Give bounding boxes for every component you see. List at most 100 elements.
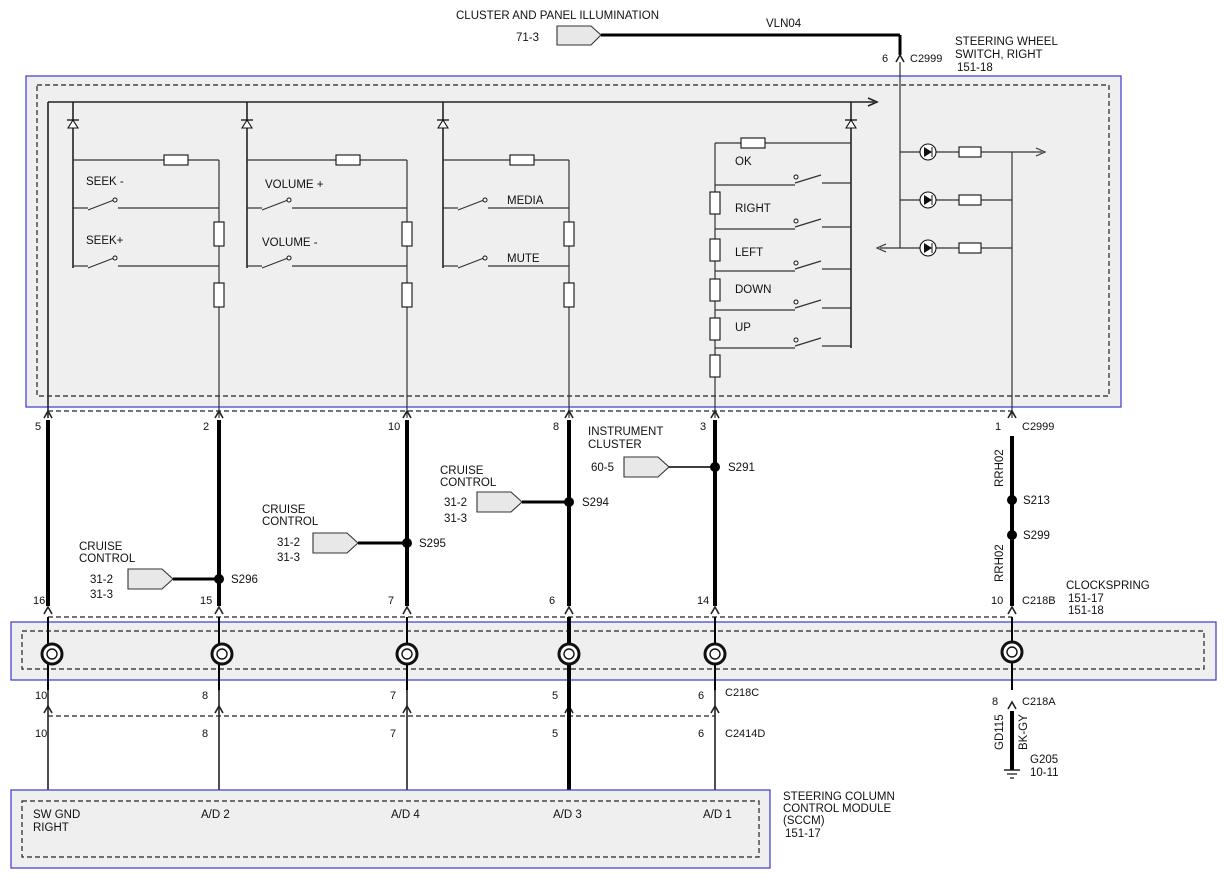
svg-text:6: 6 [698,690,704,702]
svg-text:16: 16 [33,595,45,607]
svg-text:31-2: 31-2 [277,537,300,549]
c218a-ground: 8 C218A GD115 BK-GY G205 10-11 [992,696,1059,779]
return-arrow-icon [875,243,887,253]
diode-icons [67,102,857,348]
svg-text:CRUISE: CRUISE [79,541,123,553]
svg-text:7: 7 [388,595,394,607]
svg-text:7: 7 [390,728,396,740]
svg-text:5: 5 [552,690,558,702]
svg-text:3: 3 [700,421,706,433]
svg-text:S295: S295 [419,538,446,550]
c2999-label: C2999 [1022,421,1054,433]
clockspring-inner-boundary [21,630,1205,670]
svg-text:G205: G205 [1030,754,1058,766]
media-switch-group: MEDIA MUTE [443,154,575,418]
svg-text:10: 10 [35,690,47,702]
svg-text:RRH02: RRH02 [994,449,1006,487]
sccm-wires [47,690,716,805]
sccm-inputs: SW GND RIGHT A/D 2 A/D 4 A/D 3 A/D 1 [33,809,732,834]
svg-text:CONTROL: CONTROL [262,516,319,528]
svg-text:14: 14 [697,595,709,607]
illumination-connector [556,25,602,46]
splice-rrh02: RRH02 S213 S299 RRH02 [994,449,1050,582]
illumination-feed: CLUSTER AND PANEL ILLUMINATION 71-3 VLN0… [456,10,1058,74]
ok-label: OK [735,156,752,168]
sccm-inner-boundary [21,800,760,858]
svg-text:6: 6 [549,595,555,607]
svg-text:31-3: 31-3 [90,589,113,601]
svg-text:10-11: 10-11 [1030,767,1059,779]
svg-text:CONTROL: CONTROL [440,477,497,489]
led-illumination-group [875,62,1047,418]
splice-s294: CRUISE CONTROL 31-2 31-3 S294 [440,465,609,525]
svg-text:BK-GY: BK-GY [1018,714,1030,750]
svg-text:S299: S299 [1023,530,1050,542]
svg-text:A/D 1: A/D 1 [703,809,732,821]
svg-text:151-17: 151-17 [1068,593,1104,605]
clockspring-title: CLOCKSPRING 151-17 151-18 [1066,580,1150,617]
right-label: RIGHT [735,203,771,215]
c2414d-label: C2414D [725,728,765,740]
svg-text:RIGHT: RIGHT [33,822,69,834]
svg-text:5: 5 [35,421,41,433]
switch-pin-6: 6 [882,53,888,65]
svg-text:6: 6 [698,728,704,740]
harness-wires [46,420,1014,606]
svg-text:5: 5 [552,728,558,740]
svg-text:8: 8 [202,728,208,740]
svg-text:10: 10 [35,728,47,740]
c218b-pins: 16 15 7 6 14 10 C218B [33,595,1056,615]
seek-minus-label: SEEK - [86,176,124,188]
bus-arrow-icon [867,97,879,107]
svg-text:CRUISE: CRUISE [440,465,484,477]
down-label: DOWN [735,284,771,296]
up-label: UP [735,322,751,334]
svg-text:151-18: 151-18 [1068,605,1104,617]
seek-switch-group: SEEK - SEEK+ [73,154,225,418]
c218b-label: C218B [1022,595,1056,607]
svg-text:60-5: 60-5 [591,462,614,474]
svg-text:SW GND: SW GND [33,809,80,821]
vln04-label: VLN04 [766,18,802,30]
svg-text:151-17: 151-17 [785,828,821,840]
svg-text:CONTROL MODULE: CONTROL MODULE [783,803,892,815]
svg-text:15: 15 [200,595,212,607]
splice-s291: INSTRUMENT CLUSTER 60-5 S291 [588,426,755,478]
svg-text:STEERING COLUMN: STEERING COLUMN [783,791,895,803]
svg-text:S296: S296 [231,574,258,586]
switch-title-2: SWITCH, RIGHT [955,49,1043,61]
svg-text:CLUSTER: CLUSTER [588,439,642,451]
svg-text:8: 8 [992,696,998,708]
c2414d-pins-arrows [43,704,720,714]
volume-minus-label: VOLUME - [262,237,318,249]
c218c-pins: 10 8 7 5 6 C218C [35,687,759,702]
svg-text:S291: S291 [728,462,755,474]
svg-text:(SCCM): (SCCM) [783,815,825,827]
c2999-pins: 5 2 10 8 3 1 C2999 [35,409,1054,433]
nav-switch-group: OK RIGHT LEFT DOWN UP [709,137,851,418]
svg-text:INSTRUMENT: INSTRUMENT [588,426,663,438]
svg-text:A/D 2: A/D 2 [201,809,230,821]
svg-text:10: 10 [388,421,400,433]
svg-text:31-2: 31-2 [90,574,113,586]
svg-text:CRUISE: CRUISE [262,504,306,516]
mute-label: MUTE [507,253,540,265]
c218c-label: C218C [725,687,759,699]
svg-text:RRH02: RRH02 [994,544,1006,582]
illumination-ref: 71-3 [516,32,539,44]
sccm-title: STEERING COLUMN CONTROL MODULE (SCCM) 15… [783,791,895,840]
c2999-top-pin [895,53,905,63]
clockspring-coils [40,617,1024,690]
volume-switch-group: VOLUME + VOLUME - [247,154,413,418]
c2414d-pins: 10 8 7 5 6 C2414D [35,728,765,740]
svg-text:S294: S294 [582,497,609,509]
media-label: MEDIA [507,195,544,207]
switch-inner-boundary [36,84,1110,397]
illumination-label: CLUSTER AND PANEL ILLUMINATION [456,10,659,22]
switch-title-1: STEERING WHEEL [955,36,1058,48]
svg-text:2: 2 [203,421,209,433]
svg-text:S213: S213 [1023,495,1050,507]
svg-text:31-3: 31-3 [444,513,467,525]
splice-s295: CRUISE CONTROL 31-2 31-3 S295 [262,504,446,564]
